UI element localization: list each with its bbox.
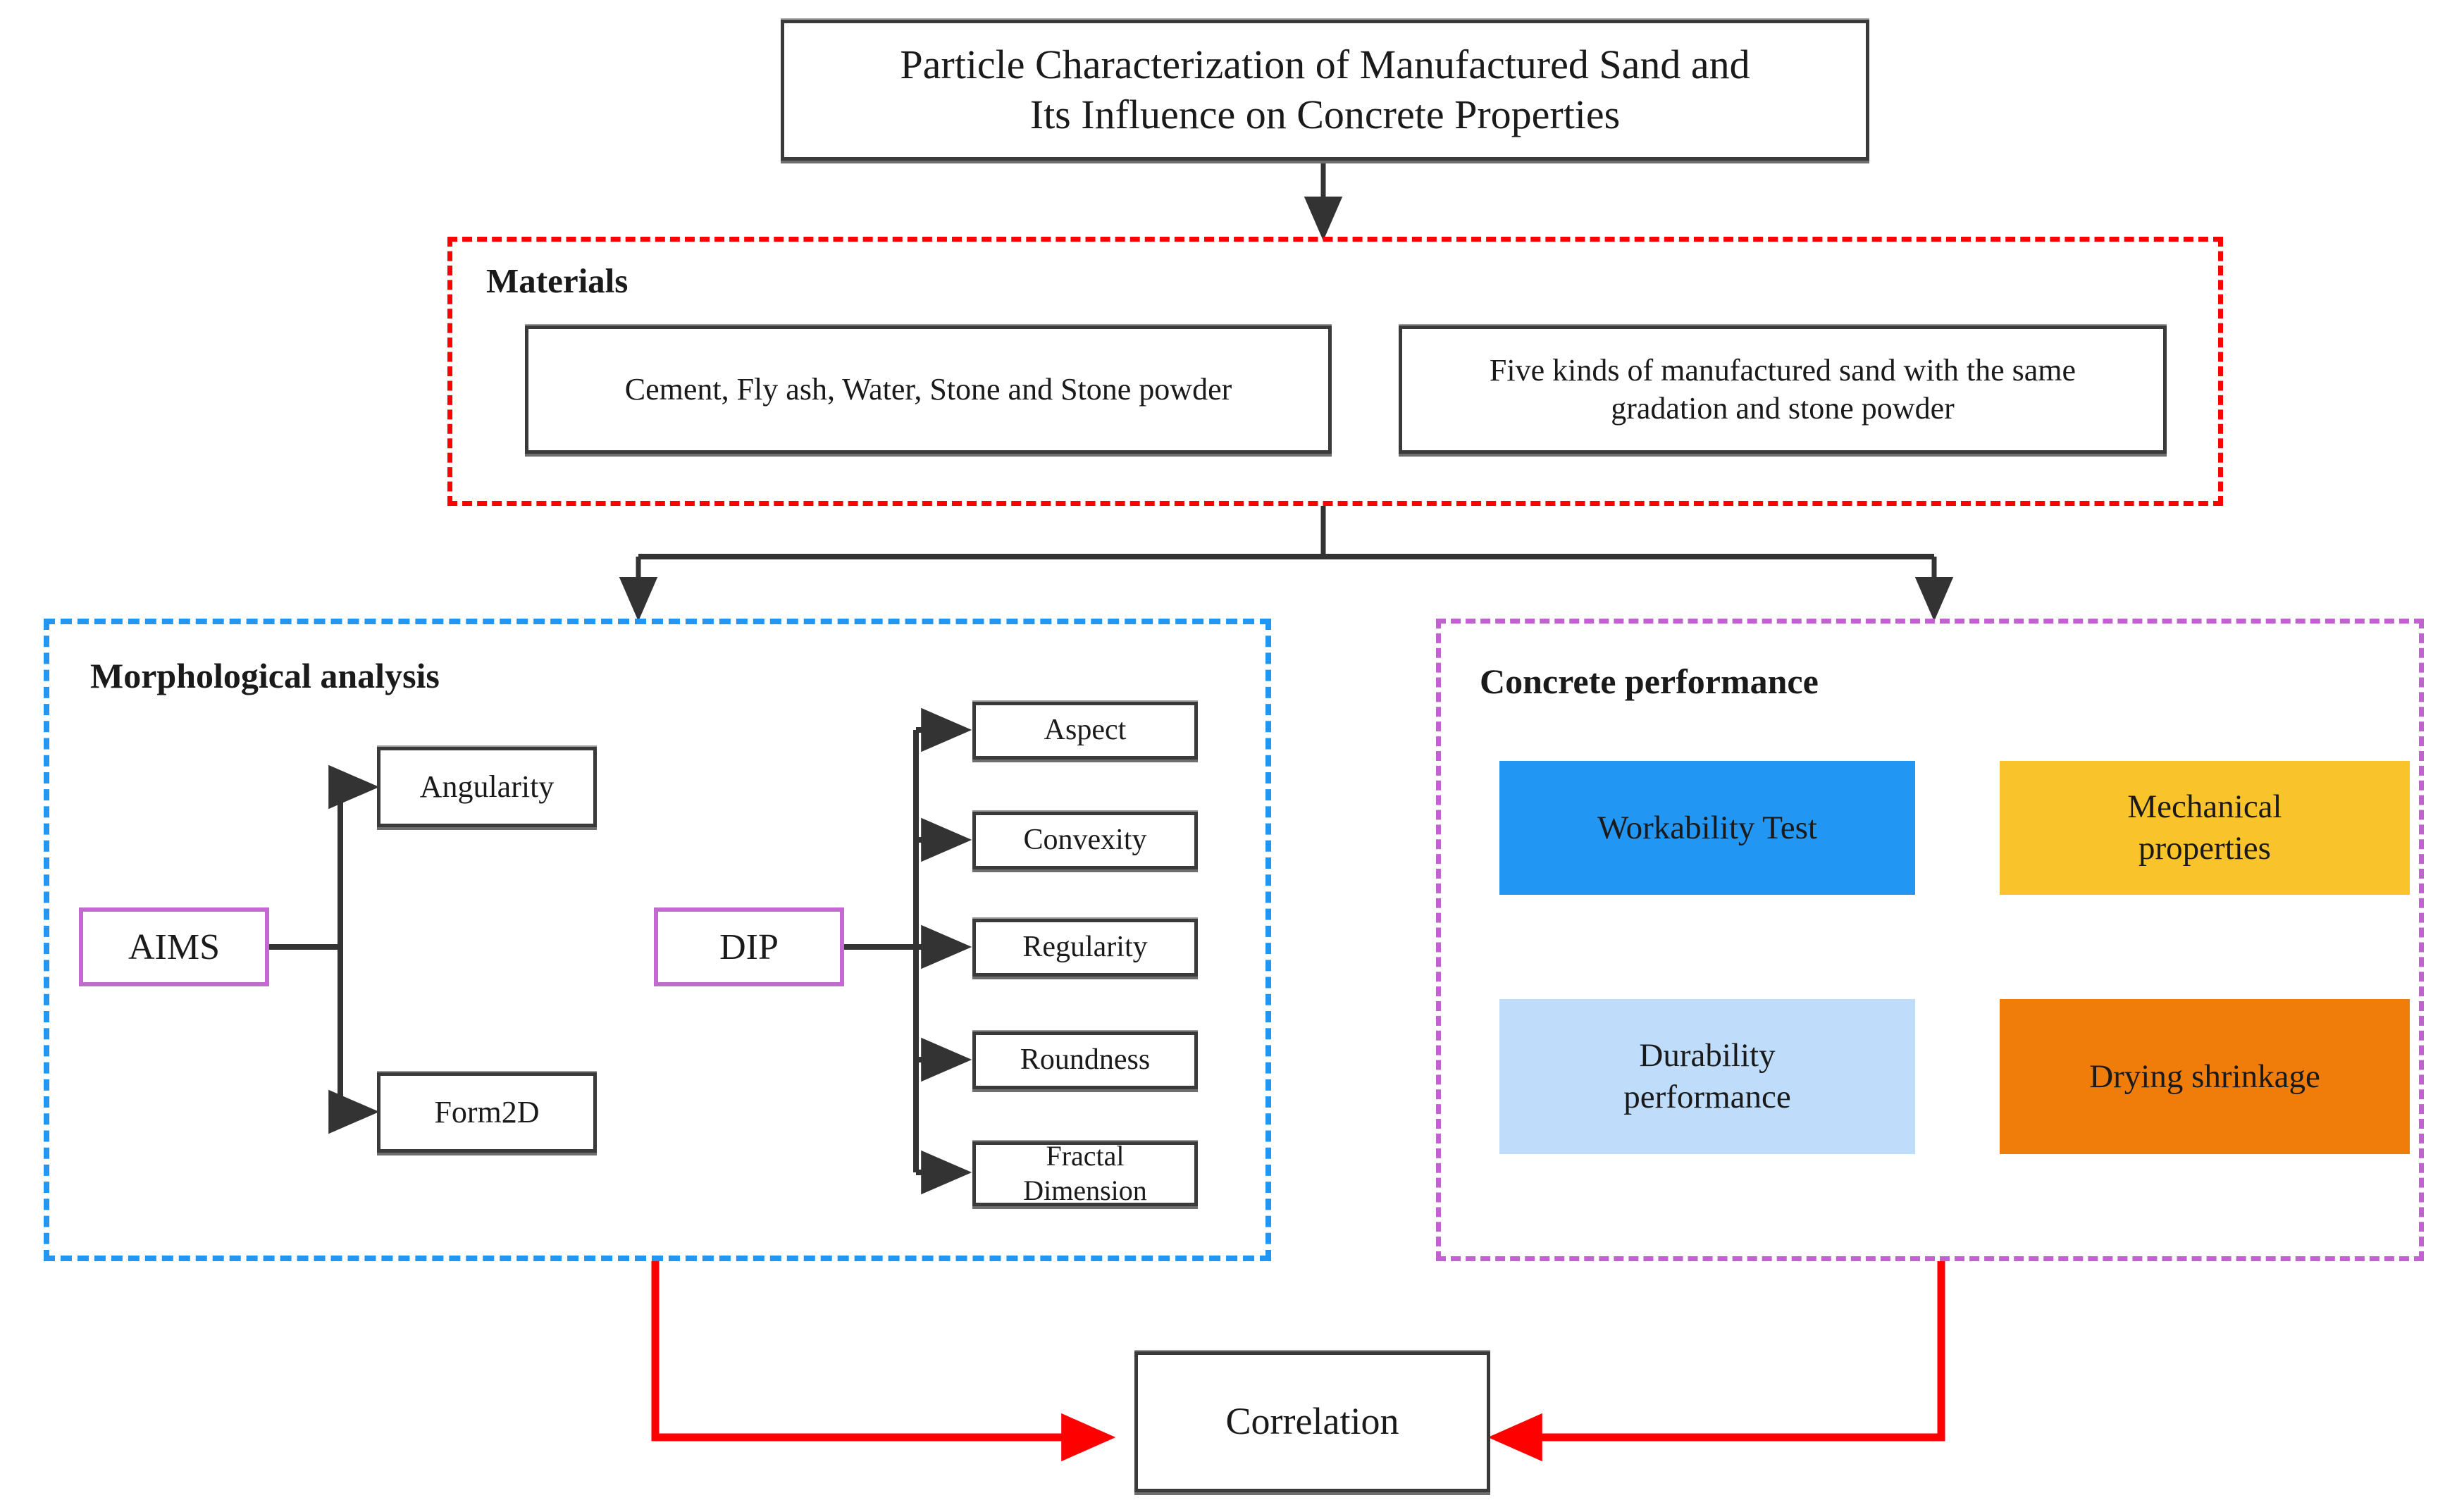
concrete-box-durability-performance: Durability performance [1499, 999, 1915, 1154]
aspect-label: Aspect [1044, 714, 1127, 747]
dip-node: DIP [654, 907, 844, 986]
morphological-analysis-title: Morphological analysis [90, 656, 440, 695]
concrete-performance-title: Concrete performance [1480, 662, 1819, 701]
materials-box-1-label: Cement, Fly ash, Water, Stone and Stone … [624, 372, 1232, 407]
fractal-dimension-line-2: Dimension [1023, 1175, 1147, 1206]
aims-node: AIMS [79, 907, 269, 986]
aims-child-form2d: Form2D [377, 1072, 597, 1153]
convexity-label: Convexity [1023, 824, 1147, 857]
correlation-box: Correlation [1134, 1351, 1490, 1492]
concrete-box-workability-test: Workability Test [1499, 761, 1915, 895]
durability-performance-line-1: Durability [1639, 1037, 1776, 1074]
title-line-1: Particle Characterization of Manufacture… [900, 42, 1750, 88]
dip-child-fractal-dimension: Fractal Dimension [972, 1140, 1198, 1206]
roundness-label: Roundness [1020, 1043, 1151, 1077]
title-line-2: Its Influence on Concrete Properties [1029, 92, 1621, 137]
dip-child-regularity: Regularity [972, 919, 1198, 977]
materials-box-2-line-2: gradation and stone powder [1611, 391, 1955, 426]
concrete-performance-group [1436, 619, 2424, 1261]
dip-child-aspect: Aspect [972, 702, 1198, 760]
regularity-label: Regularity [1022, 931, 1148, 964]
morphological-analysis-group [44, 619, 1271, 1261]
materials-box-2: Five kinds of manufactured sand with the… [1399, 326, 2167, 454]
materials-box-1: Cement, Fly ash, Water, Stone and Stone … [525, 326, 1332, 454]
correlation-label: Correlation [1225, 1400, 1399, 1443]
concrete-box-drying-shrinkage: Drying shrinkage [2000, 999, 2410, 1154]
form2d-label: Form2D [434, 1095, 540, 1130]
dip-label: DIP [719, 927, 779, 967]
drying-shrinkage-label: Drying shrinkage [2089, 1058, 2320, 1095]
mechanical-properties-line-2: properties [2138, 830, 2271, 867]
title-box: Particle Characterization of Manufacture… [781, 20, 1869, 161]
dip-child-convexity: Convexity [972, 812, 1198, 869]
workability-test-label: Workability Test [1597, 810, 1817, 846]
materials-group-title: Materials [486, 261, 629, 300]
aims-child-angularity: Angularity [377, 747, 597, 827]
mechanical-properties-line-1: Mechanical [2127, 788, 2282, 826]
materials-box-2-line-1: Five kinds of manufactured sand with the… [1489, 353, 2076, 388]
dip-child-roundness: Roundness [972, 1031, 1198, 1089]
materials-group [447, 237, 2223, 506]
concrete-box-mechanical-properties: Mechanical properties [2000, 761, 2410, 895]
aims-label: AIMS [128, 927, 221, 967]
angularity-label: Angularity [419, 769, 555, 805]
fractal-dimension-line-1: Fractal [1046, 1140, 1125, 1172]
durability-performance-line-2: performance [1623, 1079, 1791, 1115]
